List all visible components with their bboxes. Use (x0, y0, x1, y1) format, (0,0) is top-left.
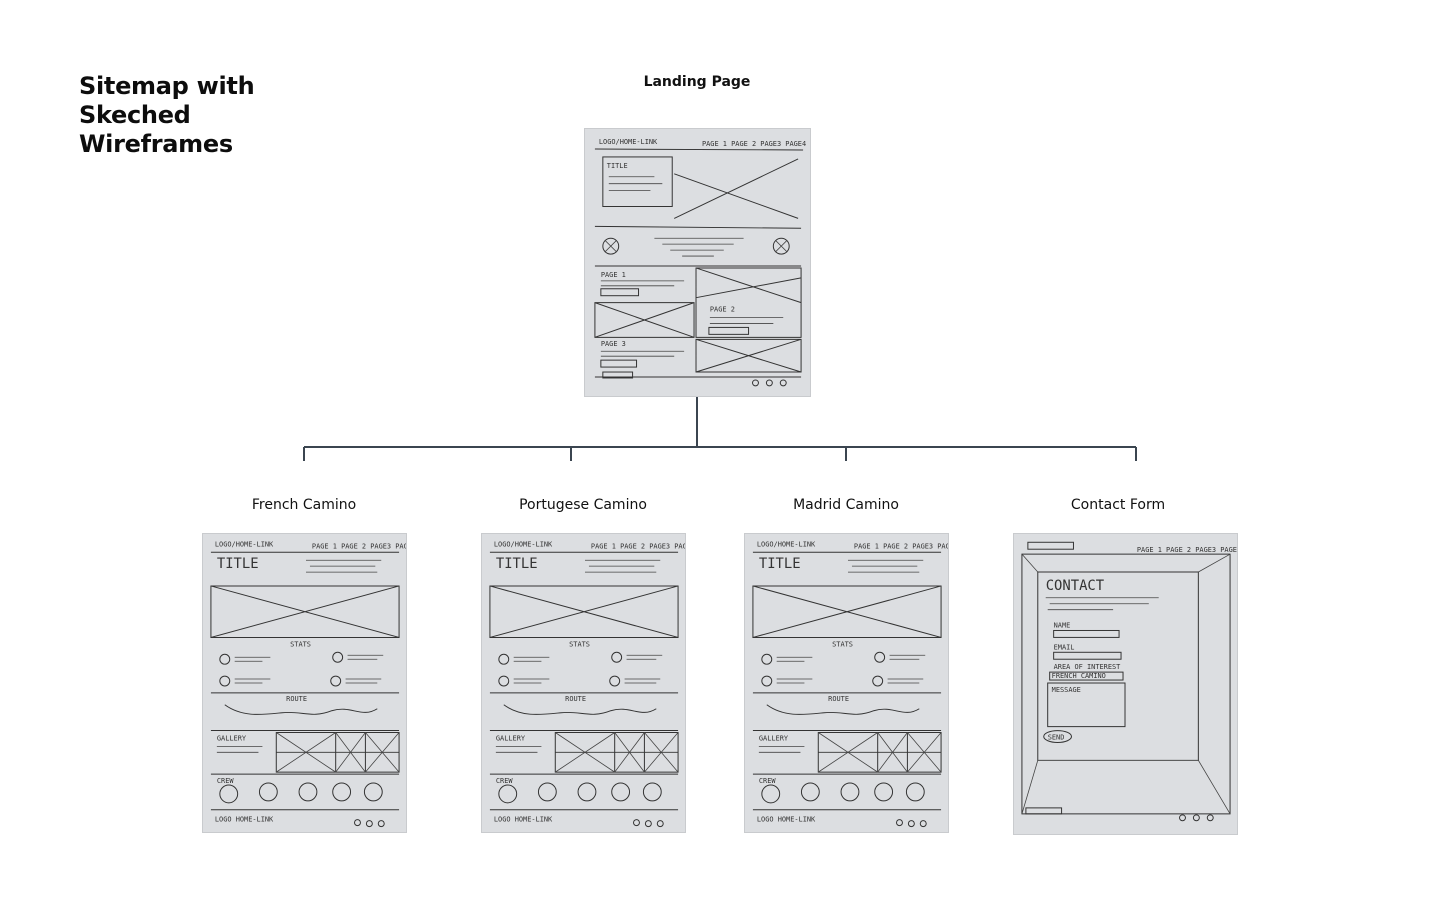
contact-email-label: EMAIL (1054, 643, 1075, 651)
madrid-footer: LOGO HOME-LINK (757, 816, 816, 824)
madrid-gallery: GALLERY (759, 734, 789, 742)
portugese-route: ROUTE (565, 695, 586, 703)
portugese-menu: PAGE 1 PAGE 2 PAGE3 PAGE4 (591, 542, 685, 550)
landing-page-label: Landing Page (643, 74, 751, 90)
portugese-gallery: GALLERY (496, 734, 526, 742)
portugese-footer: LOGO HOME-LINK (494, 816, 553, 824)
french-route: ROUTE (286, 695, 307, 703)
landing-sketch-svg: LOGO/HOME-LINK PAGE 1 PAGE 2 PAGE3 PAGE4… (594, 138, 806, 387)
madrid-nav: LOGO/HOME-LINK (757, 540, 816, 548)
landing-nav-text: LOGO/HOME-LINK (599, 138, 658, 146)
french-gallery: GALLERY (217, 734, 247, 742)
contact-message-label: MESSAGE (1052, 686, 1081, 694)
contact-area-value: FRENCH CAMINO (1052, 672, 1106, 680)
madrid-route: ROUTE (828, 695, 849, 703)
french-nav: LOGO/HOME-LINK (215, 540, 274, 548)
french-camino-label: French Camino (251, 497, 357, 513)
french-camino-wireframe[interactable]: LOGO/HOME-LINK PAGE 1 PAGE 2 PAGE3 PAGE4… (202, 533, 407, 833)
landing-page3: PAGE 3 (601, 340, 626, 348)
contact-menu: PAGE 1 PAGE 2 PAGE3 PAGE4 (1137, 546, 1237, 554)
french-menu: PAGE 1 PAGE 2 PAGE3 PAGE4 (312, 542, 406, 550)
madrid-camino-label: Madrid Camino (793, 497, 899, 513)
contact-form-wireframe[interactable]: PAGE 1 PAGE 2 PAGE3 PAGE4 CONTACT NAME E… (1013, 533, 1238, 835)
madrid-hero-title: TITLE (759, 556, 801, 572)
contact-form-label: Contact Form (1070, 497, 1166, 513)
landing-hero-title: TITLE (607, 162, 628, 170)
contact-heading: CONTACT (1046, 578, 1105, 594)
portugese-hero-title: TITLE (496, 556, 538, 572)
page-title: Sitemap with Skeched Wireframes (79, 72, 255, 158)
french-hero-title: TITLE (217, 556, 259, 572)
portugese-crew: CREW (496, 777, 514, 785)
contact-send-button: SEND (1048, 734, 1065, 742)
landing-page-wireframe[interactable]: LOGO/HOME-LINK PAGE 1 PAGE 2 PAGE3 PAGE4… (584, 128, 811, 397)
madrid-camino-wireframe[interactable]: LOGO/HOME-LINK PAGE 1 PAGE 2 PAGE3 PAGE4… (744, 533, 949, 833)
french-stats: STATS (290, 640, 311, 648)
landing-menu-text: PAGE 1 PAGE 2 PAGE3 PAGE4 (702, 140, 806, 148)
madrid-menu: PAGE 1 PAGE 2 PAGE3 PAGE4 (854, 542, 948, 550)
portugese-stats: STATS (569, 640, 590, 648)
madrid-crew: CREW (759, 777, 777, 785)
landing-page1: PAGE 1 (601, 271, 626, 279)
contact-name-label: NAME (1054, 622, 1071, 630)
contact-area-label: AREA OF INTEREST (1054, 663, 1122, 671)
portugese-camino-wireframe[interactable]: LOGO/HOME-LINK PAGE 1 PAGE 2 PAGE3 PAGE4… (481, 533, 686, 833)
french-footer: LOGO HOME-LINK (215, 816, 274, 824)
french-crew: CREW (217, 777, 235, 785)
landing-page2: PAGE 2 (710, 306, 735, 314)
madrid-stats: STATS (832, 640, 853, 648)
portugese-camino-label: Portugese Camino (519, 497, 647, 513)
portugese-nav: LOGO/HOME-LINK (494, 540, 553, 548)
